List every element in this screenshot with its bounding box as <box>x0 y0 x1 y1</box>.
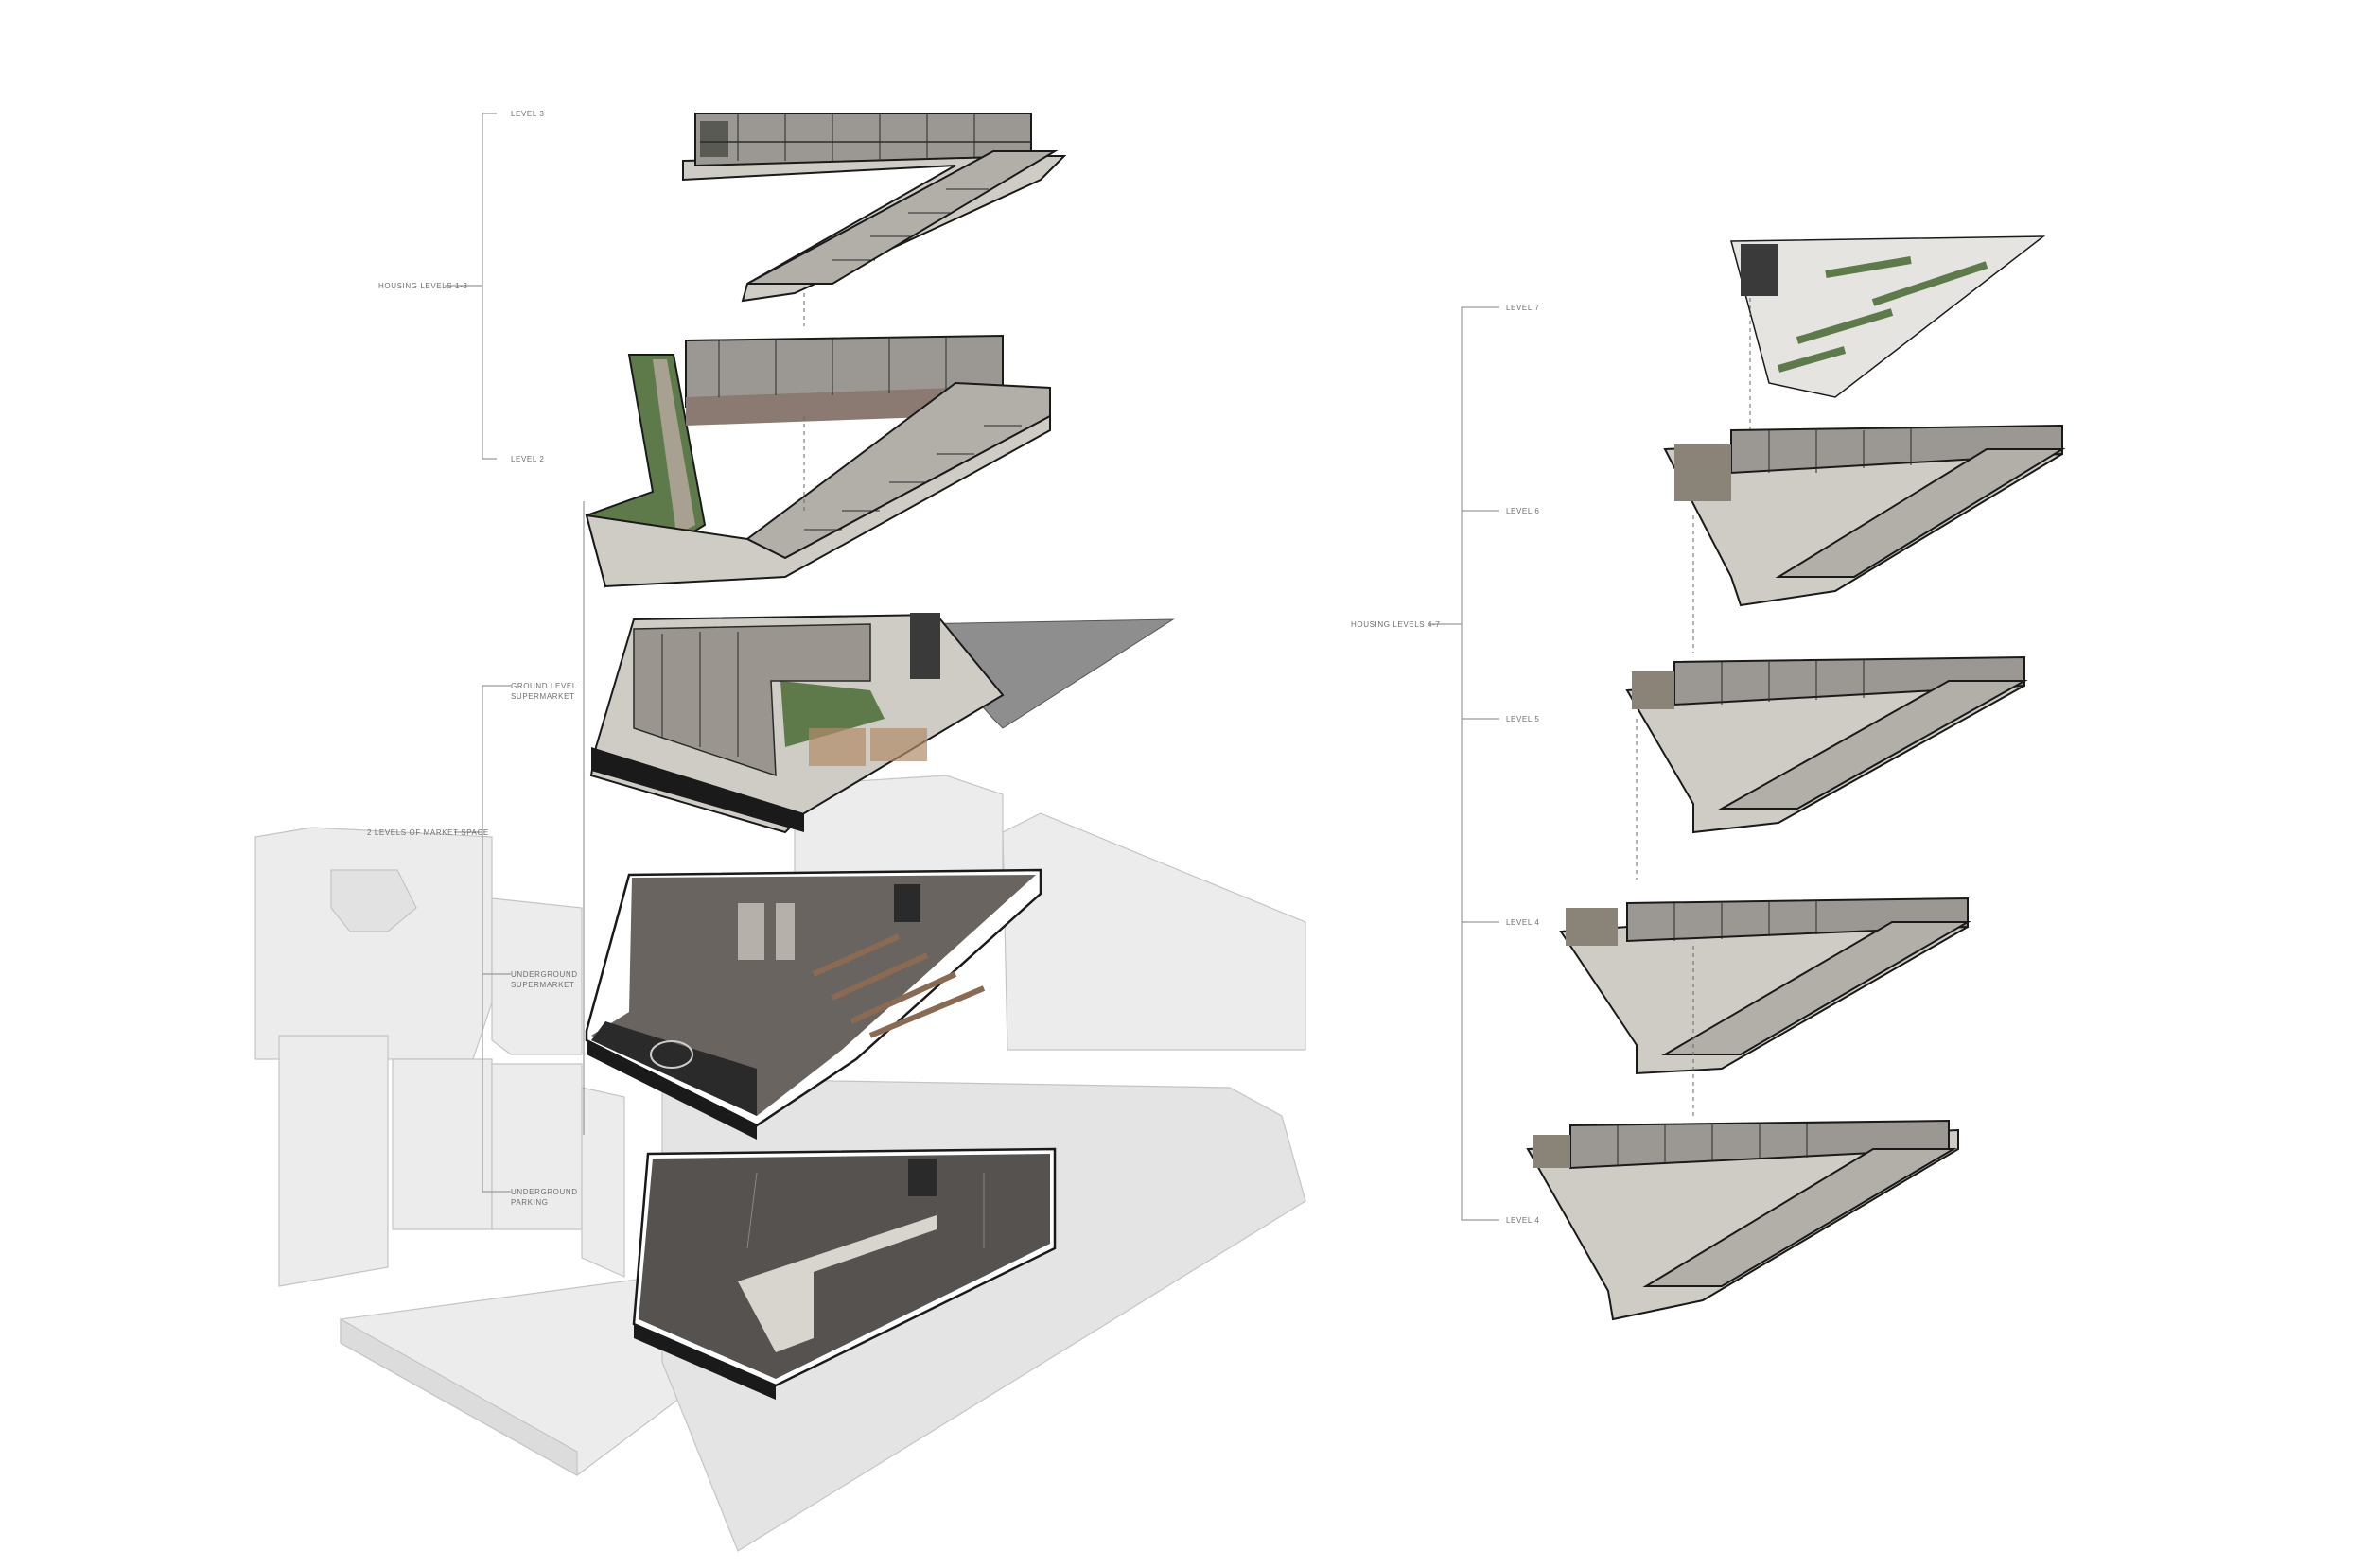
context-block-west-low <box>278 1035 389 1287</box>
level-2-path <box>653 359 695 534</box>
ground-level-south-wall <box>591 747 804 832</box>
context-block-west-roof <box>330 869 417 932</box>
left-market-bracket <box>482 685 511 1193</box>
context-block-north <box>794 775 1004 880</box>
underground-supermarket-plan <box>585 868 1042 1140</box>
label-ground-level-supermarket: GROUND LEVEL SUPERMARKET <box>511 682 577 701</box>
label-housing-levels-4-7: HOUSING LEVELS 4-7 <box>1351 620 1441 629</box>
level-5-diagonal-bar <box>1718 680 2028 810</box>
underground-parking-south-wall <box>634 1324 776 1400</box>
context-block-mid2 <box>491 897 583 1055</box>
ground-level-market-hall <box>633 623 871 777</box>
context-ground-slab-edge <box>340 1317 578 1477</box>
label-housing-levels-1-3: HOUSING LEVELS 1-3 <box>378 282 468 290</box>
label-leader-lines <box>445 113 1499 1221</box>
left-level-3-plan <box>682 113 1067 326</box>
underground-supermarket-south-wall <box>587 1040 757 1140</box>
level-4a-diagonal-bar <box>1661 921 1971 1055</box>
underground-parking-floor <box>639 1154 1050 1379</box>
context-block-mid <box>392 1058 493 1230</box>
label-underground-supermarket: UNDERGROUND SUPERMARKET <box>511 970 578 989</box>
label-right-level-5: LEVEL 5 <box>1506 715 1540 723</box>
right-level-7-plan <box>1730 235 2046 435</box>
label-right-level-7: LEVEL 7 <box>1506 304 1540 312</box>
label-left-level-2: LEVEL 2 <box>511 455 545 463</box>
level-3-diagonal-bar <box>746 150 1059 285</box>
level-2-slab <box>585 414 1051 588</box>
right-level-4-plan-b <box>1526 1119 1959 1321</box>
ground-level-green <box>780 681 885 747</box>
level-2-brick-band <box>686 388 955 426</box>
label-right-level-6: LEVEL 6 <box>1506 507 1540 515</box>
level-6-diagonal-bar <box>1775 448 2066 578</box>
level-4b-diagonal-bar <box>1642 1148 1957 1287</box>
underground-parking-ramp <box>738 1215 937 1352</box>
label-levels-of-market-space: 2 LEVELS OF MARKET SPACE <box>367 828 489 837</box>
right-level-4-plan-a <box>1559 897 1971 1116</box>
ground-level-supermarket-plan <box>589 613 1175 834</box>
context-block-west <box>254 827 493 1060</box>
right-housing-bracket <box>1461 306 1499 1221</box>
left-housing-bracket <box>482 113 497 460</box>
context-block-court <box>581 1087 625 1278</box>
left-level-2-plan <box>585 334 1051 588</box>
context-block-east <box>1002 812 1306 1051</box>
label-right-level-4a: LEVEL 4 <box>1506 918 1540 927</box>
underground-parking-plan <box>632 1147 1057 1400</box>
underground-supermarket-ramp <box>591 1021 757 1116</box>
label-right-level-4b: LEVEL 4 <box>1506 1216 1540 1225</box>
right-level-5-plan <box>1625 655 2028 880</box>
right-level-6-plan <box>1663 424 2066 653</box>
label-left-level-3: LEVEL 3 <box>511 110 545 118</box>
label-underground-parking: UNDERGROUND PARKING <box>511 1188 578 1207</box>
